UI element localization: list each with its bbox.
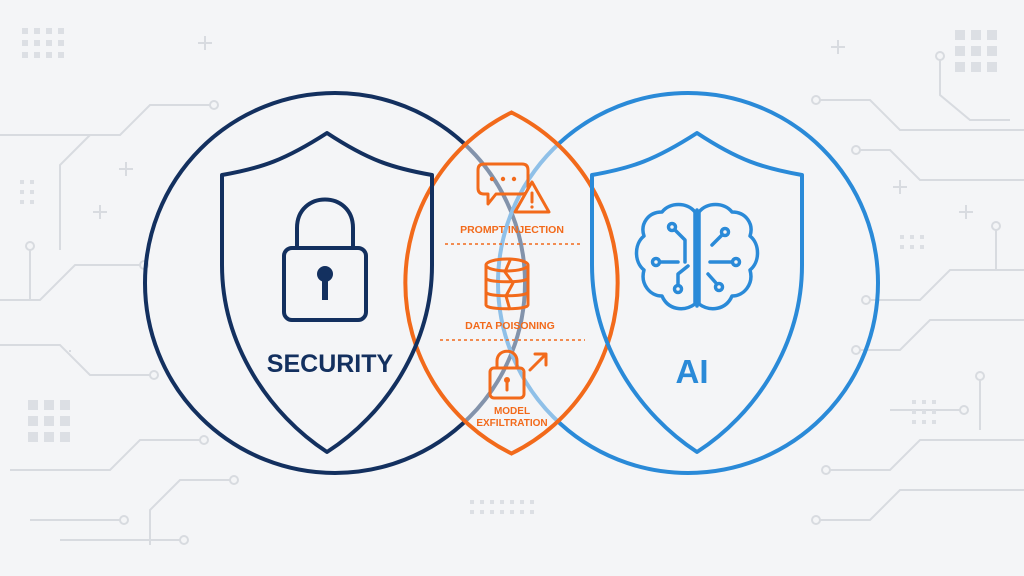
security-shield-icon [220, 131, 434, 454]
overlap-item-label: DATA POISONING [465, 320, 555, 332]
overlap-item-label: MODEL [494, 406, 530, 417]
brain-circuit-icon [634, 202, 760, 311]
overlap-item-label: EXFILTRATION [476, 418, 547, 429]
chat-warning-icon [476, 162, 551, 214]
ai-label: AI [676, 353, 709, 390]
security-label: SECURITY [267, 350, 394, 378]
cracked-database-icon [484, 257, 530, 311]
ai-shield-icon [590, 131, 804, 454]
overlap-item-label: PROMPT INJECTION [460, 224, 564, 236]
padlock-icon [282, 197, 368, 322]
lock-arrow-icon [488, 349, 548, 400]
